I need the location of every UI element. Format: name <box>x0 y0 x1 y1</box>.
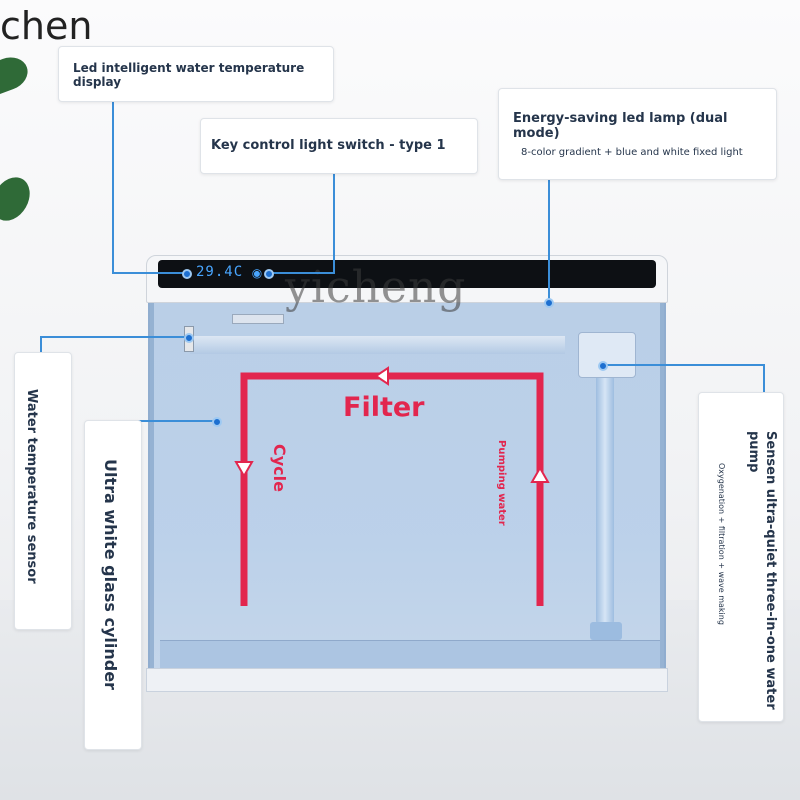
glass-edge-left <box>148 302 154 690</box>
tank-base <box>146 668 668 692</box>
flow-arrow-down-icon <box>234 461 254 479</box>
callout-temperature-display: Led intelligent water temperature displa… <box>58 46 334 102</box>
callout-dot <box>212 417 222 427</box>
leader-line <box>763 364 765 394</box>
callout-dot <box>598 361 608 371</box>
lid-control-panel <box>158 260 656 288</box>
callout-temperature-sensor: Water temperature sensor <box>14 352 72 630</box>
callout-led-lamp: Energy-saving led lamp (dual mode) 8-col… <box>498 88 777 180</box>
callout-dot <box>184 333 194 343</box>
callout-glass-cylinder: Ultra white glass cylinder <box>84 420 142 750</box>
callout-title: Sensen ultra-quiet three-in-one water pu… <box>746 431 778 710</box>
flow-arrow-up-icon <box>530 465 550 483</box>
leader-line <box>40 336 42 354</box>
callout-dot <box>182 269 192 279</box>
leader-line <box>602 364 764 366</box>
callout-light-switch: Key control light switch - type 1 <box>200 118 478 174</box>
lamp-bracket <box>232 314 284 324</box>
callout-text: Key control light switch - type 1 <box>211 138 446 153</box>
callout-text: Ultra white glass cylinder <box>101 459 120 690</box>
callout-dot <box>544 298 554 308</box>
temperature-display: 29.4C <box>196 264 244 280</box>
leader-line <box>333 172 335 274</box>
water-surface <box>190 336 565 354</box>
callout-text: Water temperature sensor <box>24 389 39 584</box>
callout-text: Led intelligent water temperature displa… <box>73 61 305 89</box>
glass-edge-right <box>660 302 666 690</box>
callout-subtitle: 8-color gradient + blue and white fixed … <box>521 147 743 158</box>
leader-line <box>112 420 216 422</box>
pumping-water-label: Pumping water <box>496 440 507 526</box>
leader-line <box>548 178 550 302</box>
leader-line <box>40 336 188 338</box>
cycle-label: Cycle <box>270 444 289 492</box>
water-pump-icon <box>578 332 636 378</box>
pump-suction-base <box>590 622 622 640</box>
tank-floor <box>160 640 660 669</box>
filter-label: Filter <box>343 392 425 423</box>
pump-outlet-tube <box>596 358 614 628</box>
callout-water-pump: Sensen ultra-quiet three-in-one water pu… <box>698 392 784 722</box>
flow-path <box>240 372 544 606</box>
callout-subtitle: Oxygenation + filtration + wave making <box>717 463 726 625</box>
watermark-top: chen <box>0 4 93 48</box>
touch-key-icon[interactable]: ◉ <box>251 266 263 280</box>
flow-arrow-left-icon <box>374 366 389 386</box>
callout-dot <box>264 269 274 279</box>
leader-line <box>112 272 186 274</box>
leader-line <box>112 100 114 274</box>
watermark-middle: yicheng <box>285 262 467 313</box>
callout-title: Energy-saving led lamp (dual mode) <box>513 111 728 141</box>
leader-line <box>270 272 334 274</box>
